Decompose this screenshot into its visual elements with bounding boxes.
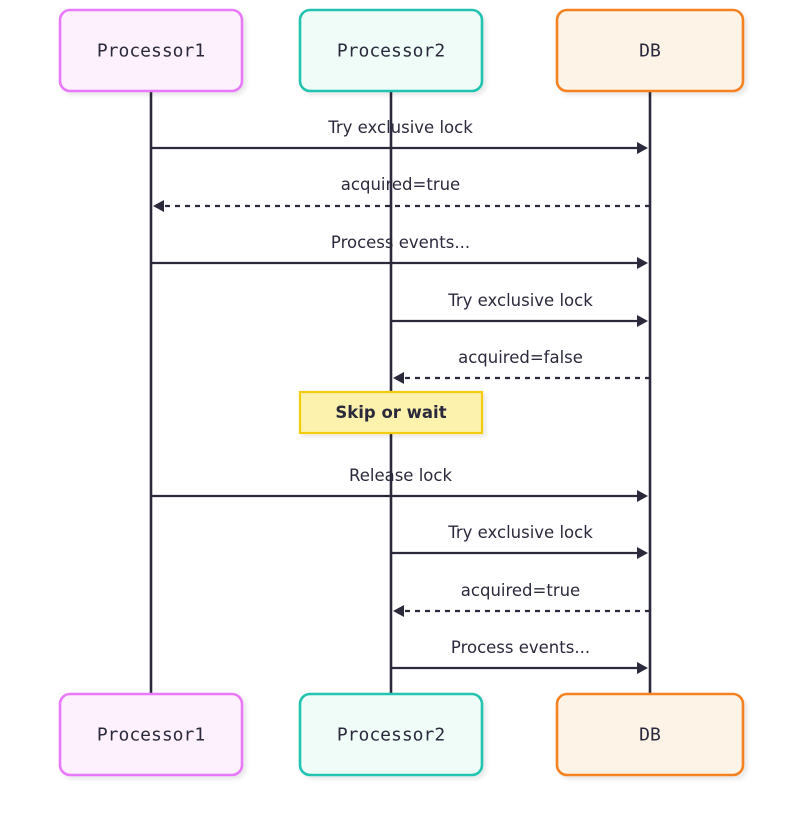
message-arrowhead-2 [153,200,164,212]
participant-box [58,692,244,777]
participant-box [555,8,745,93]
message-arrowhead-9 [637,662,648,674]
message-2: acquired=true [153,175,650,212]
participant-label: Processor2 [337,725,445,746]
message-label-1: Try exclusive lock [327,118,473,137]
message-label-6: Release lock [349,466,452,485]
message-label-5: acquired=false [458,348,583,367]
participant-box [298,692,484,777]
participant-label: DB [639,725,661,746]
message-4: Try exclusive lock [391,291,648,327]
message-9: Process events... [391,638,648,674]
message-label-3: Process events... [331,233,470,252]
notes-layer: Skip or wait [298,390,484,435]
participant-label: DB [639,41,661,62]
participant-box [58,8,244,93]
participant-label: Processor2 [337,41,445,62]
participant-processor2-bottom[interactable]: Processor2 [298,692,484,777]
participant-label: Processor1 [97,725,205,746]
message-arrowhead-3 [637,257,648,269]
message-label-9: Process events... [451,638,590,657]
message-arrowhead-1 [637,142,648,154]
message-arrowhead-7 [637,547,648,559]
participants-layer: Processor1Processor1Processor2Processor2… [58,8,745,777]
participant-processor1-bottom[interactable]: Processor1 [58,692,244,777]
participant-label: Processor1 [97,41,205,62]
message-7: Try exclusive lock [391,523,648,559]
participant-db-top[interactable]: DB [555,8,745,93]
note-skip-or-wait[interactable]: Skip or wait [298,390,484,435]
message-arrowhead-6 [637,490,648,502]
message-5: acquired=false [393,348,650,384]
participant-box [555,692,745,777]
message-8: acquired=true [393,581,650,617]
message-label-8: acquired=true [461,581,580,600]
participant-processor1-top[interactable]: Processor1 [58,8,244,93]
participant-processor2-top[interactable]: Processor2 [298,8,484,93]
note-box [298,390,484,435]
message-1: Try exclusive lock [151,118,648,154]
message-arrowhead-8 [393,605,404,617]
message-label-2: acquired=true [341,175,460,194]
message-label-7: Try exclusive lock [447,523,593,542]
message-arrowhead-5 [393,372,404,384]
message-arrowhead-4 [637,315,648,327]
message-3: Process events... [151,233,648,269]
participant-box [298,8,484,93]
message-6: Release lock [151,466,648,502]
message-label-4: Try exclusive lock [447,291,593,310]
participant-db-bottom[interactable]: DB [555,692,745,777]
note-label: Skip or wait [335,403,446,422]
